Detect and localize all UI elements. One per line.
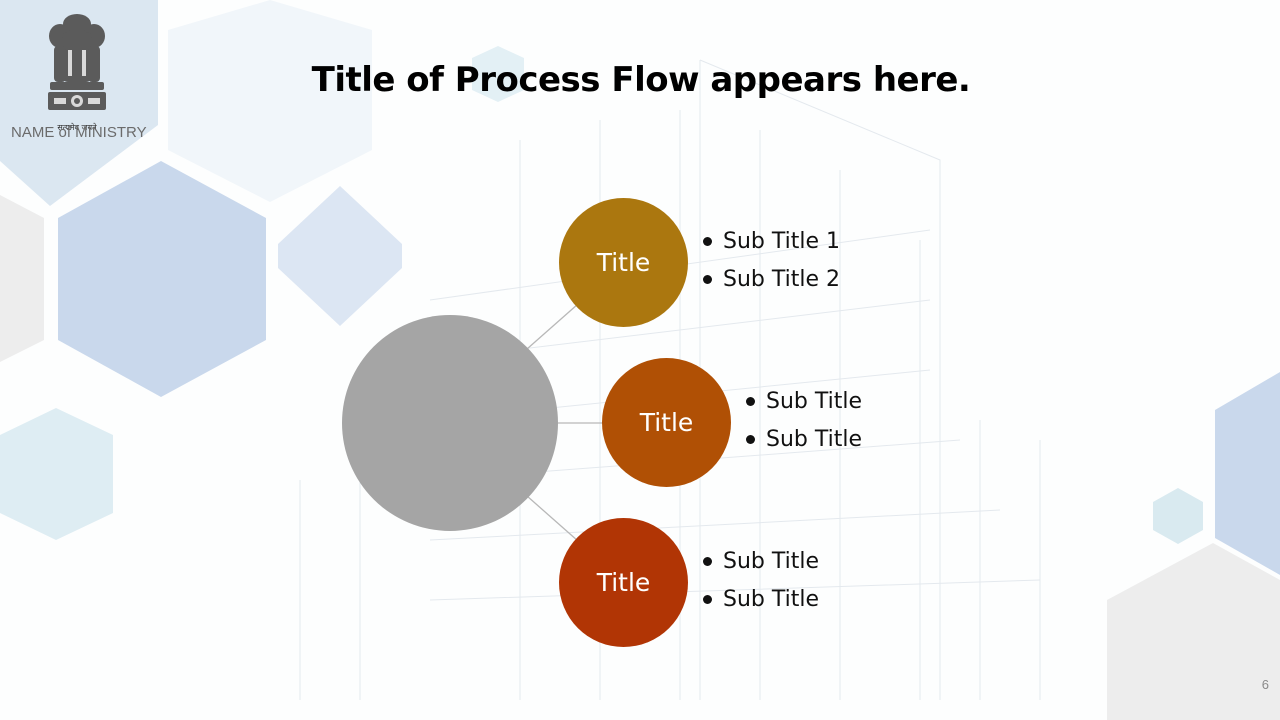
hex-pale-cyan-top — [472, 46, 524, 102]
node-1-bullet-1: Sub Title 1 — [701, 223, 840, 261]
center-circle — [342, 315, 558, 531]
hex-gray-left — [0, 195, 44, 362]
connector-1 — [526, 303, 579, 350]
hex-blue-right — [1215, 372, 1280, 575]
emblem-motto: सत्यमेव जयते — [57, 123, 97, 132]
hex-gray-right — [1107, 543, 1280, 720]
hex-mid-blue-large — [58, 161, 266, 397]
node-2-bullets: Sub Title Sub Title — [744, 383, 862, 459]
hex-pale-cyan-right — [1153, 488, 1203, 544]
hex-mid-blue-small — [278, 186, 402, 326]
node-3-bullet-2: Sub Title — [701, 581, 819, 619]
node-title-2: Title — [602, 358, 731, 487]
node-1-bullet-2: Sub Title 2 — [701, 261, 840, 299]
node-2-bullet-1: Sub Title — [744, 383, 862, 421]
node-title-1: Title — [559, 198, 688, 327]
node-2-bullet-2: Sub Title — [744, 421, 862, 459]
node-3-bullets: Sub Title Sub Title — [701, 543, 819, 619]
page-number: 6 — [1261, 677, 1269, 692]
lion-capital-icon — [48, 14, 106, 110]
connector-3 — [526, 495, 579, 542]
connectors — [526, 303, 603, 542]
node-3-bullet-1: Sub Title — [701, 543, 819, 581]
hex-pale-cyan-left — [0, 408, 113, 540]
slide-title: Title of Process Flow appears here. — [311, 60, 971, 100]
node-1-bullets: Sub Title 1 Sub Title 2 — [701, 223, 840, 299]
node-title-3: Title — [559, 518, 688, 647]
ministry-name: NAME of MINISTRY — [11, 124, 147, 141]
state-emblem: सत्यमेव जयते — [40, 10, 114, 148]
hex-outline-left — [168, 0, 372, 202]
